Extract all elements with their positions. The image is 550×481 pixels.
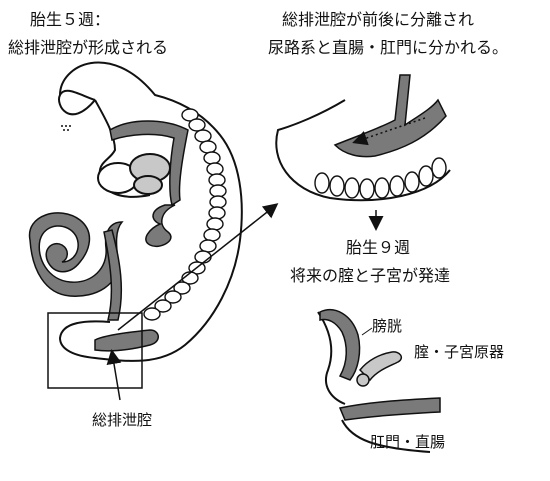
stage5-heading-line1: 胎生５週： — [30, 10, 111, 29]
stage9-heading-line2: 将来の腟と子宮が発達 — [290, 266, 451, 285]
uterine-primordium — [358, 351, 403, 382]
urogenital-sinus — [333, 74, 447, 158]
stage5-heading-line2: 総排泄腔が形成される — [8, 38, 169, 57]
lower-outline — [341, 419, 431, 453]
cloaca-highlight-box — [47, 312, 143, 389]
separation-detail — [275, 74, 451, 202]
week9-detail — [317, 309, 441, 453]
stage9-heading-line1: 胎生９週 — [346, 238, 411, 257]
label-anus-rectum: 肛門・直腸 — [370, 433, 446, 451]
zoom-arrow — [117, 203, 279, 331]
embryo-week5 — [28, 61, 243, 362]
label-cloaca: 総排泄腔 — [92, 411, 153, 429]
allantois-stalk — [103, 229, 123, 321]
separation-outline — [275, 99, 451, 202]
head-dots — [61, 125, 71, 131]
cloaca-pointer-arrow — [106, 349, 122, 401]
rectum — [338, 397, 441, 421]
label-bladder: 膀胱 — [372, 317, 403, 335]
embryo-head-outline — [58, 61, 243, 362]
label-vagina-uterus: 腟・子宮原器 — [414, 343, 505, 361]
separation-direction-arrow — [352, 117, 426, 146]
cloaca-gray — [94, 329, 159, 352]
separation-heading-line1: 総排泄腔が前後に分離され — [282, 10, 475, 29]
bladder-leader — [361, 327, 373, 336]
somite-row — [314, 157, 447, 200]
bladder — [319, 309, 361, 381]
separation-heading-line2: 尿路系と直腸・肛門に分かれる。 — [268, 38, 509, 57]
gut-tube — [145, 204, 176, 247]
heart-chamber-lower — [133, 175, 163, 195]
week9-outline — [317, 311, 346, 405]
uterine-knob — [356, 373, 370, 387]
somite-column — [143, 108, 227, 321]
neural-tube — [109, 120, 189, 207]
embryo-face-outline — [94, 99, 151, 198]
